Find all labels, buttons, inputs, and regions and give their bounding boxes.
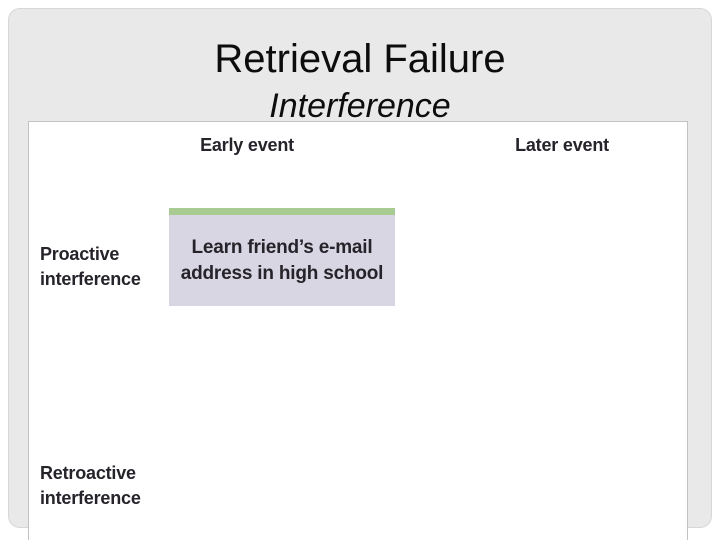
interference-figure-panel: Early event Later event Proactive interf… [28,121,688,540]
slide-subtitle: Interference [269,87,451,125]
row-label-retroactive-interference: Retroactive interference [40,463,141,508]
column-header-early-event: Early event [200,135,294,155]
row-label-proactive-interference: Proactive interference [40,244,141,289]
event-box-learn-email: Learn friend’s e-mail address in high sc… [169,208,395,306]
slide-title: Retrieval Failure [214,37,506,81]
event-box-text: Learn friend’s e-mail address in high sc… [180,236,384,284]
column-header-later-event: Later event [515,135,609,155]
